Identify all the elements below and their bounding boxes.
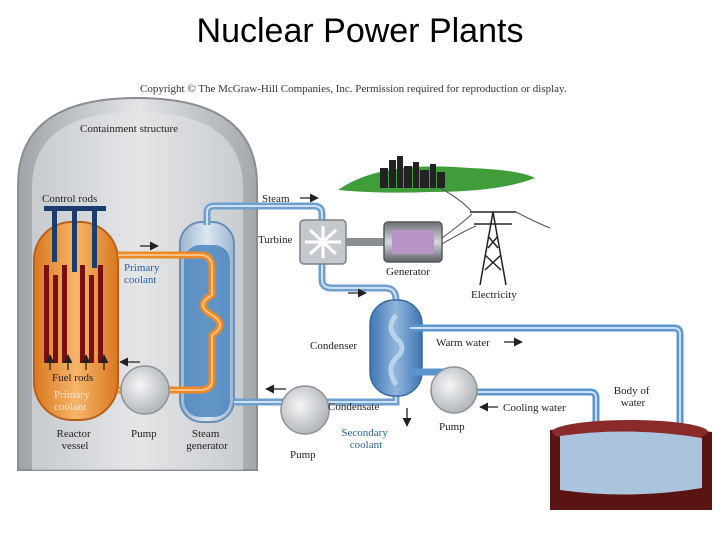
- reactor-vessel-line-2: vessel: [62, 440, 89, 452]
- steam-generator-line-1: Steam: [192, 428, 220, 440]
- body-of-water-label: Body of water: [614, 385, 653, 409]
- secondary-pump: [280, 385, 330, 435]
- steam-label: Steam: [262, 193, 290, 205]
- city-skyline: [338, 156, 535, 193]
- condensate-label: Condensate: [328, 401, 379, 413]
- body-of-water-line-2: water: [621, 397, 646, 409]
- copyright-notice: Copyright © The McGraw-Hill Companies, I…: [140, 83, 567, 95]
- cooling-water-label: Cooling water: [503, 402, 566, 414]
- containment-structure-label: Containment structure: [80, 123, 178, 135]
- reactor-vessel-label: Reactor vessel: [57, 428, 94, 452]
- electricity-label: Electricity: [471, 289, 517, 301]
- secondary-coolant-line-1: Secondary: [341, 427, 388, 439]
- steam-generator-line-2: generator: [186, 440, 228, 452]
- warm-water-label: Warm water: [436, 337, 490, 349]
- control-rods-label: Control rods: [42, 193, 97, 205]
- secondary-coolant-label: Secondary coolant: [341, 427, 390, 451]
- reactor-vessel-line-1: Reactor: [57, 428, 92, 440]
- body-of-water: [550, 420, 712, 510]
- condenser-label: Condenser: [310, 340, 357, 352]
- pump-cooling-label: Pump: [439, 421, 465, 433]
- steam-generator-label: Steam generator: [186, 428, 228, 452]
- primary-coolant-line-1: Primary: [124, 262, 160, 274]
- fuel-rods: [44, 265, 103, 363]
- condenser: [369, 299, 423, 397]
- primary-coolant-vessel-line-1: Primary: [54, 389, 90, 401]
- fuel-rods-label: Fuel rods: [52, 372, 93, 384]
- primary-coolant-label: Primary coolant: [124, 262, 162, 286]
- primary-coolant-line-2: coolant: [124, 274, 156, 286]
- pump-primary-label: Pump: [131, 428, 157, 440]
- primary-coolant-vessel-line-2: coolant: [54, 401, 86, 413]
- page-title: Nuclear Power Plants: [196, 12, 524, 50]
- primary-pump: [120, 365, 170, 415]
- body-of-water-line-1: Body of: [614, 385, 650, 397]
- generator-label: Generator: [386, 266, 430, 278]
- secondary-coolant-line-2: coolant: [350, 439, 382, 451]
- control-rods: [44, 206, 106, 272]
- pump-secondary-label: Pump: [290, 449, 316, 461]
- turbine-label: Turbine: [258, 234, 293, 246]
- transmission-tower: [470, 211, 516, 286]
- primary-coolant-vessel-label: Primary coolant: [54, 389, 92, 413]
- cooling-water-pump: [430, 366, 478, 414]
